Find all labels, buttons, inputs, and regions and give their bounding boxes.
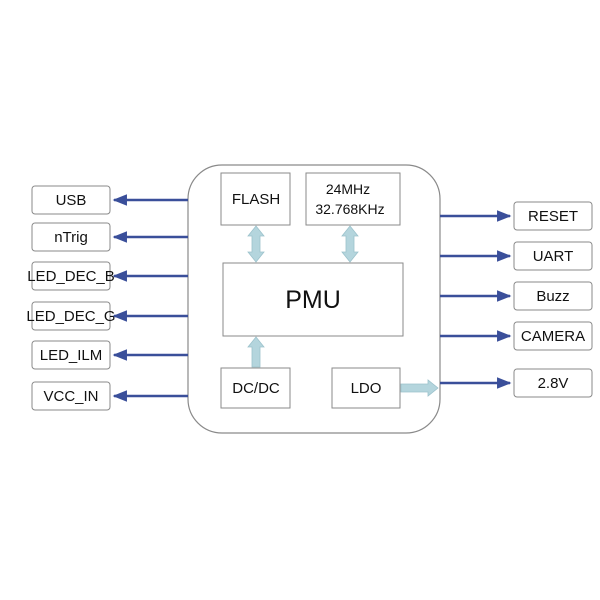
port-box-usb — [31, 185, 111, 215]
port-label-ntrig: nTrig — [54, 229, 88, 246]
dcdc-label: DC/DC — [232, 380, 280, 397]
ldo-output-arrow-icon — [400, 379, 439, 397]
port-label-camera: CAMERA — [521, 328, 585, 345]
port-box-buzz — [513, 281, 593, 311]
port-label-reset: RESET — [528, 208, 578, 225]
port-label-buzz: Buzz — [536, 288, 569, 305]
ldo-label: LDO — [351, 380, 382, 397]
port-label-led-dec-b: LED_DEC_B — [27, 268, 115, 285]
port-label-led-ilm: LED_ILM — [40, 347, 103, 364]
port-box-2-8v — [513, 368, 593, 398]
port-label-uart: UART — [533, 248, 574, 265]
clock-label-32khz: 32.768KHz — [315, 201, 384, 217]
clock-label-24mhz: 24MHz — [326, 181, 370, 197]
flash-pmu-double-arrow-icon — [247, 225, 265, 263]
clock-pmu-double-arrow-icon — [341, 225, 359, 263]
clock-block — [305, 172, 401, 226]
flash-block — [220, 172, 291, 226]
port-label-vcc-in: VCC_IN — [43, 388, 98, 405]
port-box-ntrig — [31, 222, 111, 252]
port-box-led-ilm — [31, 340, 111, 370]
dcdc-block — [220, 367, 291, 409]
pmu-block — [222, 262, 404, 337]
port-box-uart — [513, 241, 593, 271]
port-box-led-dec-b — [31, 261, 111, 291]
port-box-camera — [513, 321, 593, 351]
dcdc-to-pmu-arrow-icon — [247, 336, 265, 368]
port-box-led-dec-g — [31, 301, 111, 331]
port-label-led-dec-g: LED_DEC_G — [26, 308, 115, 325]
port-box-vcc-in — [31, 381, 111, 411]
port-label-2-8v: 2.8V — [538, 375, 569, 392]
flash-label: FLASH — [232, 191, 280, 208]
ldo-block — [331, 367, 401, 409]
port-box-reset — [513, 201, 593, 231]
pmu-label: PMU — [285, 286, 341, 314]
port-label-usb: USB — [56, 192, 87, 209]
